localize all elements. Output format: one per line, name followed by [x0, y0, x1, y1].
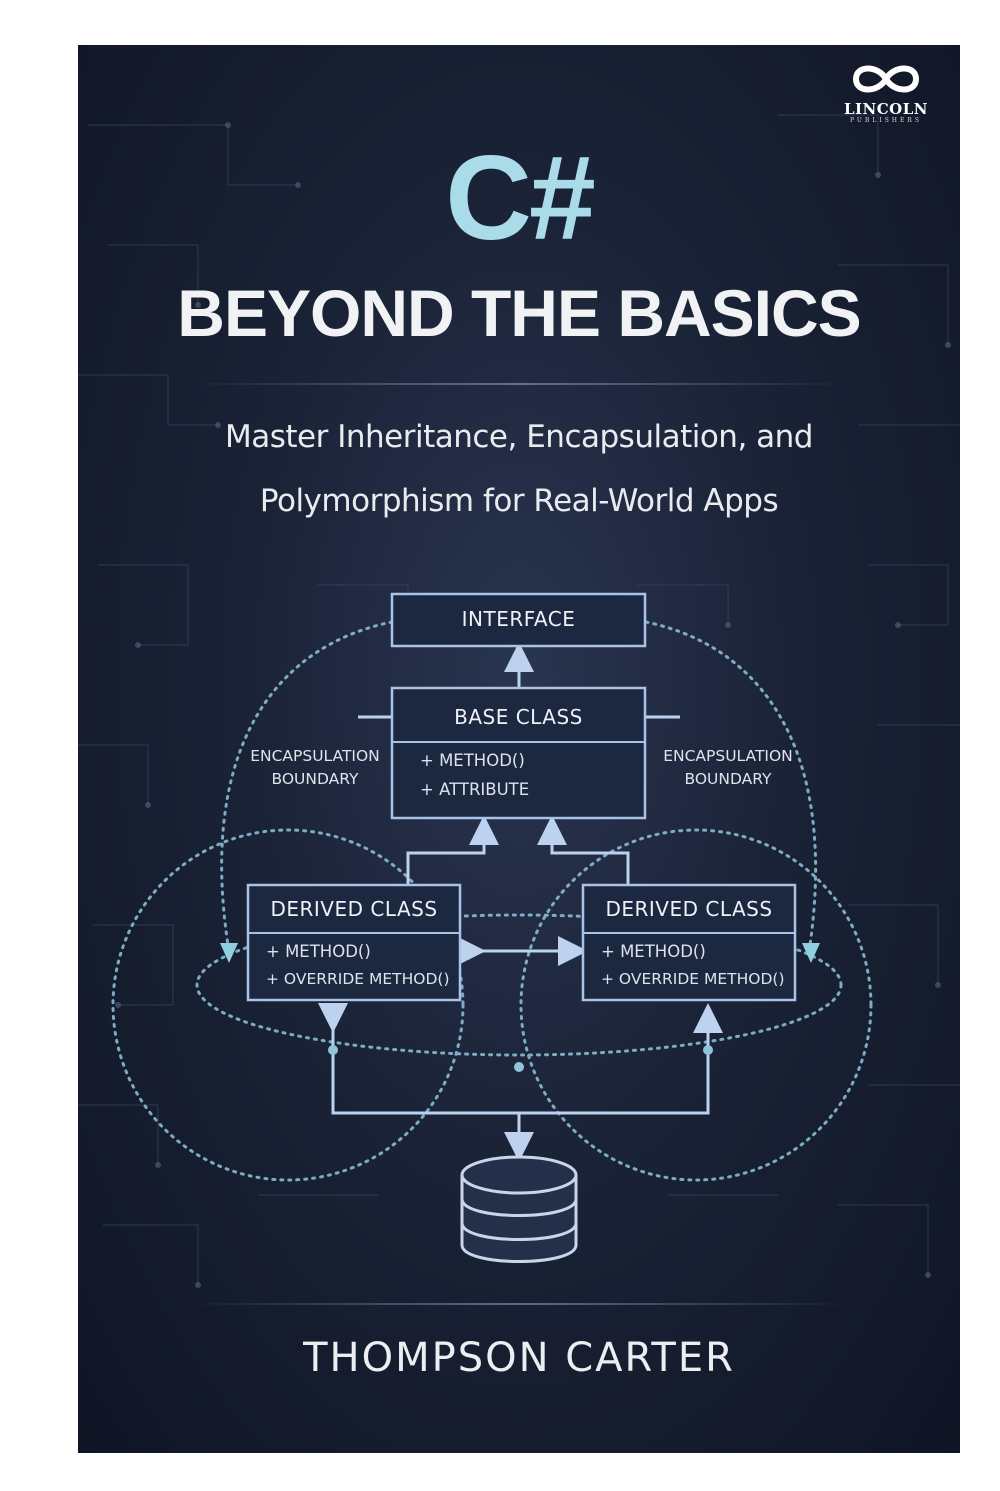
infinity-logo-icon [852, 65, 920, 93]
publisher-subtitle: PUBLISHERS [849, 117, 923, 124]
book-title: BEYOND THE BASICS [177, 276, 861, 350]
encapsulation-boundary-left [220, 620, 394, 947]
base-class-label: BASE CLASS [454, 705, 583, 729]
base-class-member: + ATTRIBUTE [420, 780, 530, 799]
derived-class-right-box [581, 883, 797, 1002]
derived-left-member: + METHOD() [266, 942, 371, 961]
encapsulation-right-line-2: BOUNDARY [684, 770, 772, 788]
derived-class-left-box [246, 883, 462, 1002]
interface-box [390, 592, 647, 648]
language-title: C# [445, 131, 595, 265]
subtitle-line-1: Master Inheritance, Encapsulation, and [225, 419, 813, 455]
base-class-member: + METHOD() [420, 751, 525, 770]
boundary-ellipse [195, 913, 843, 1057]
left-to-base-arrow [406, 815, 499, 885]
encapsulation-right-line-1: ENCAPSULATION [663, 747, 793, 765]
base-class-box [390, 686, 647, 820]
book-cover: LINCOLN PUBLISHERS C# BEYOND THE BASICS … [78, 45, 960, 1453]
publisher-name: LINCOLN [843, 100, 929, 118]
title-divider [188, 383, 850, 385]
boundary-arrow-left [220, 943, 238, 963]
interface-label: INTERFACE [461, 607, 576, 631]
derived-right-member: + METHOD() [601, 942, 706, 961]
class-diagram [111, 592, 873, 1263]
derived-left-member: + OVERRIDE METHOD() [266, 970, 450, 988]
right-to-base-arrow [537, 815, 630, 885]
derived-right-member: + OVERRIDE METHOD() [601, 970, 785, 988]
derived-class-left-label: DERIVED CLASS [270, 897, 438, 921]
encapsulation-left-line-2: BOUNDARY [271, 770, 359, 788]
boundary-circle-right [519, 828, 873, 1182]
derived-class-right-label: DERIVED CLASS [605, 897, 773, 921]
publisher-logo: LINCOLN PUBLISHERS [836, 57, 936, 125]
encapsulation-label-left: ENCAPSULATION BOUNDARY [238, 745, 392, 791]
encapsulation-label-right: ENCAPSULATION BOUNDARY [650, 745, 806, 791]
boundary-circle-left [111, 828, 465, 1182]
database-icon [460, 1155, 578, 1263]
encapsulation-boundary-right [644, 620, 818, 947]
author-name: THOMPSON CARTER [303, 1335, 735, 1381]
boundary-arrow-right [802, 943, 820, 963]
author-divider [188, 1303, 850, 1305]
encapsulation-left-line-1: ENCAPSULATION [250, 747, 380, 765]
subtitle-line-2: Polymorphism for Real-World Apps [259, 483, 779, 519]
